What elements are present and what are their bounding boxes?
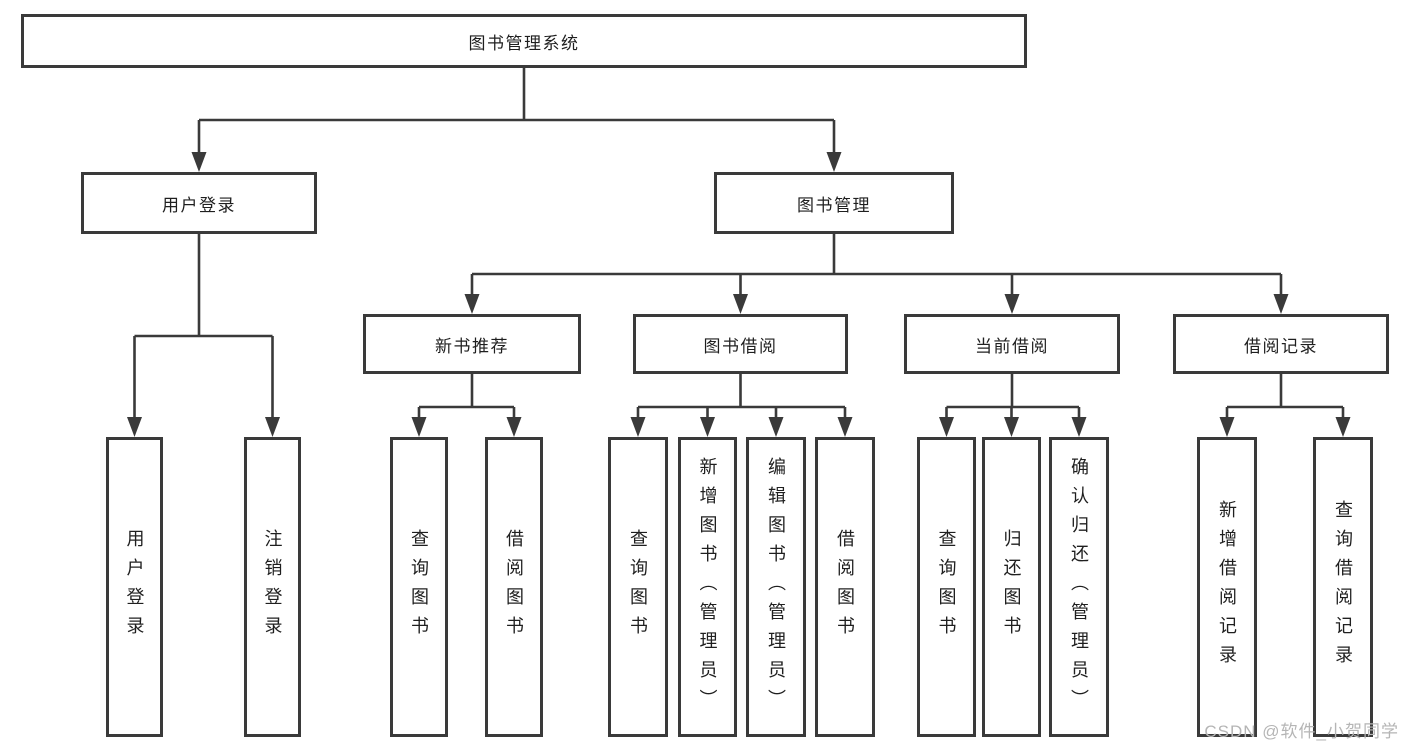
leaf-search-books-current: 查询图书 (917, 437, 976, 737)
node-label: 用户登录 (124, 529, 145, 645)
node-label: 新增图书（管理员） (697, 456, 718, 718)
node-label: 当前借阅 (975, 336, 1049, 356)
leaf-return-book: 归还图书 (982, 437, 1041, 737)
node-label: 查询图书 (628, 529, 648, 645)
leaf-borrow-books-recommend: 借阅图书 (485, 437, 543, 737)
node-library-management-system: 图书管理系统 (21, 14, 1027, 68)
csdn-watermark: CSDN @软件_小贺同学 (1204, 722, 1399, 741)
leaf-borrow-books: 借阅图书 (815, 437, 875, 737)
node-label: 图书借阅 (703, 336, 778, 356)
leaf-confirm-return-admin: 确认归还（管理员） (1049, 437, 1109, 737)
node-label: 借阅记录 (1244, 336, 1318, 356)
node-label: 新增借阅记录 (1217, 500, 1237, 674)
node-new-book-recommend: 新书推荐 (363, 314, 581, 374)
leaf-search-books-borrow: 查询图书 (608, 437, 668, 737)
leaf-edit-book-admin: 编辑图书（管理员） (746, 437, 806, 737)
node-label: 查询图书 (936, 529, 957, 645)
node-label: 新书推荐 (435, 336, 509, 356)
node-label: 注销登录 (262, 529, 283, 645)
node-label: 查询图书 (409, 529, 429, 645)
node-book-borrow: 图书借阅 (633, 314, 848, 374)
node-label: 借阅图书 (504, 529, 524, 645)
node-borrow-records: 借阅记录 (1173, 314, 1389, 374)
node-label: 图书管理 (797, 195, 871, 215)
node-label: 图书管理系统 (468, 33, 580, 53)
node-label: 用户登录 (162, 195, 236, 215)
node-label: 归还图书 (1001, 529, 1022, 645)
leaf-add-borrow-record: 新增借阅记录 (1197, 437, 1257, 737)
leaf-search-books-recommend: 查询图书 (390, 437, 448, 737)
node-label: 借阅图书 (835, 529, 855, 645)
leaf-search-borrow-record: 查询借阅记录 (1313, 437, 1373, 737)
node-user-login: 用户登录 (81, 172, 317, 234)
node-current-borrow: 当前借阅 (904, 314, 1120, 374)
leaf-user-login: 用户登录 (106, 437, 163, 737)
node-label: 确认归还（管理员） (1069, 456, 1089, 718)
node-book-management: 图书管理 (714, 172, 954, 234)
node-label: 查询借阅记录 (1333, 500, 1353, 674)
node-label: 编辑图书（管理员） (766, 456, 786, 718)
leaf-add-book-admin: 新增图书（管理员） (678, 437, 737, 737)
leaf-logout: 注销登录 (244, 437, 301, 737)
